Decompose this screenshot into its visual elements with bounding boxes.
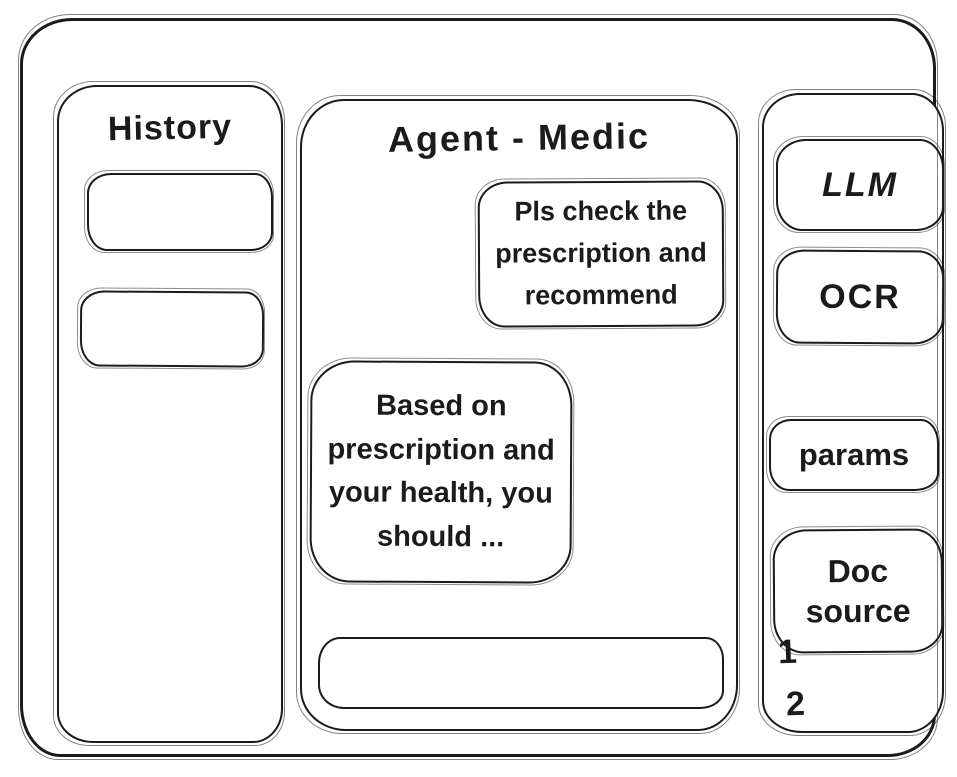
chat-panel: Agent - Medic Pls check the prescription…	[296, 95, 740, 734]
params-button[interactable]: params	[766, 416, 940, 493]
user-message-bubble: Pls check the prescription and recommend	[477, 180, 725, 328]
history-panel: History	[53, 81, 285, 746]
history-title: History	[107, 107, 233, 149]
llm-button[interactable]: LLM	[773, 136, 945, 233]
history-item[interactable]	[84, 170, 274, 253]
agent-message-bubble: Based on prescription and your health, y…	[309, 360, 573, 584]
app-frame: History Agent - Medic Pls check the pres…	[18, 14, 946, 760]
history-item[interactable]	[79, 290, 265, 368]
chat-input[interactable]	[318, 637, 724, 709]
ocr-button[interactable]: OCR	[775, 249, 945, 345]
doc-source-button[interactable]: Doc source	[772, 528, 944, 654]
doc-source-item: 2	[785, 684, 806, 724]
doc-source-item: 1	[777, 632, 798, 672]
chat-title: Agent - Medic	[387, 115, 651, 160]
tools-panel: LLM OCR params Doc source 1 2	[758, 89, 946, 736]
